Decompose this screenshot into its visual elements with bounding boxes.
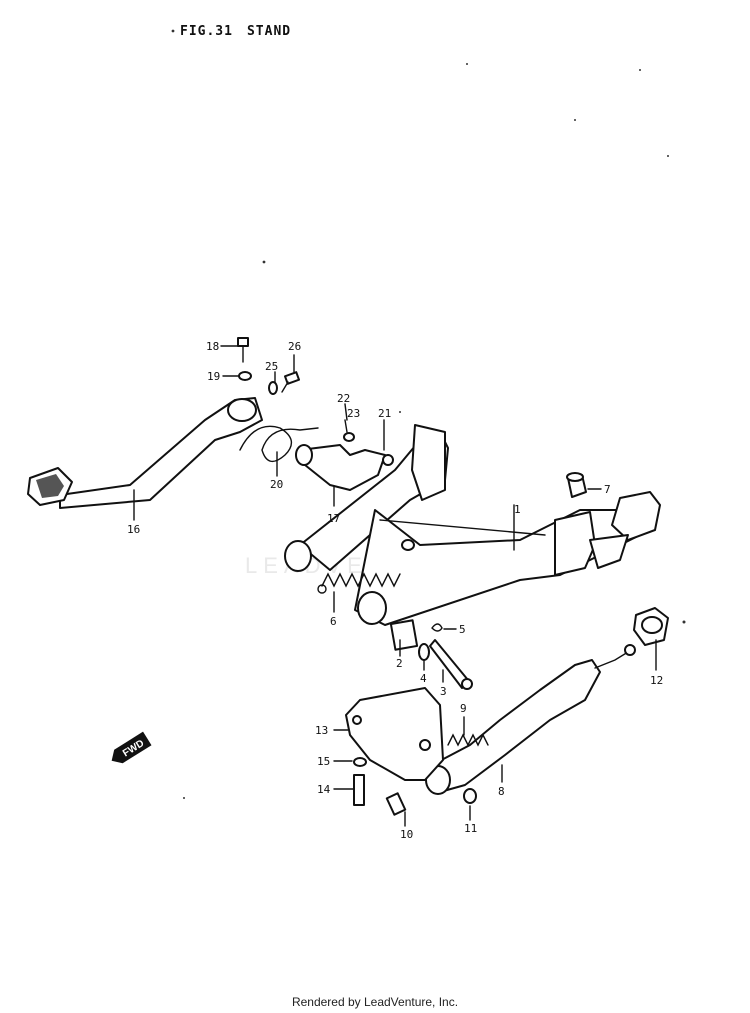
callout-7: 7 bbox=[604, 483, 611, 496]
side-stand-hardware bbox=[353, 607, 669, 816]
callout-5: 5 bbox=[459, 623, 466, 636]
callout-10: 10 bbox=[400, 828, 413, 841]
callout-21: 21 bbox=[378, 407, 391, 420]
callout-8: 8 bbox=[498, 785, 505, 798]
callout-16: 16 bbox=[127, 523, 140, 536]
pivot-bracket bbox=[295, 444, 394, 491]
figure-name: STAND bbox=[246, 24, 292, 39]
callout-14: 14 bbox=[317, 783, 331, 796]
front-arrow-icon: FWD bbox=[111, 731, 152, 764]
callout-3: 3 bbox=[440, 685, 447, 698]
callout-17: 17 bbox=[327, 512, 340, 525]
callout-12: 12 bbox=[650, 674, 663, 687]
callout-6: 6 bbox=[330, 615, 337, 628]
figure-number: FIG.31 bbox=[180, 24, 233, 39]
callout-9: 9 bbox=[460, 702, 467, 715]
callout-23: 23 bbox=[347, 407, 360, 420]
stand-spring bbox=[317, 572, 401, 594]
callout-1: 1 bbox=[514, 503, 521, 516]
torsion-spring bbox=[239, 425, 319, 463]
callout-18: 18 bbox=[206, 340, 219, 353]
main-stand bbox=[284, 424, 661, 626]
callout-2: 2 bbox=[396, 657, 403, 670]
callout-26: 26 bbox=[288, 340, 301, 353]
callout-11: 11 bbox=[464, 822, 477, 835]
callout-19: 19 bbox=[207, 370, 220, 383]
small-hardware bbox=[237, 337, 587, 690]
callout-13: 13 bbox=[315, 724, 328, 737]
leader-lines bbox=[133, 345, 657, 827]
callout-25: 25 bbox=[265, 360, 278, 373]
footer-credit: Rendered by LeadVenture, Inc. bbox=[291, 995, 459, 1009]
callouts: 1 2 3 4 5 6 7 8 9 10 11 12 13 14 15 16 1… bbox=[127, 340, 663, 841]
callout-15: 15 bbox=[317, 755, 330, 768]
bracket-plate bbox=[345, 687, 444, 781]
kick-lever bbox=[27, 397, 263, 509]
figure-title: FIG.31 STAND bbox=[180, 24, 291, 39]
callout-20: 20 bbox=[270, 478, 283, 491]
callout-22: 22 bbox=[337, 392, 350, 405]
callout-4: 4 bbox=[420, 672, 427, 685]
